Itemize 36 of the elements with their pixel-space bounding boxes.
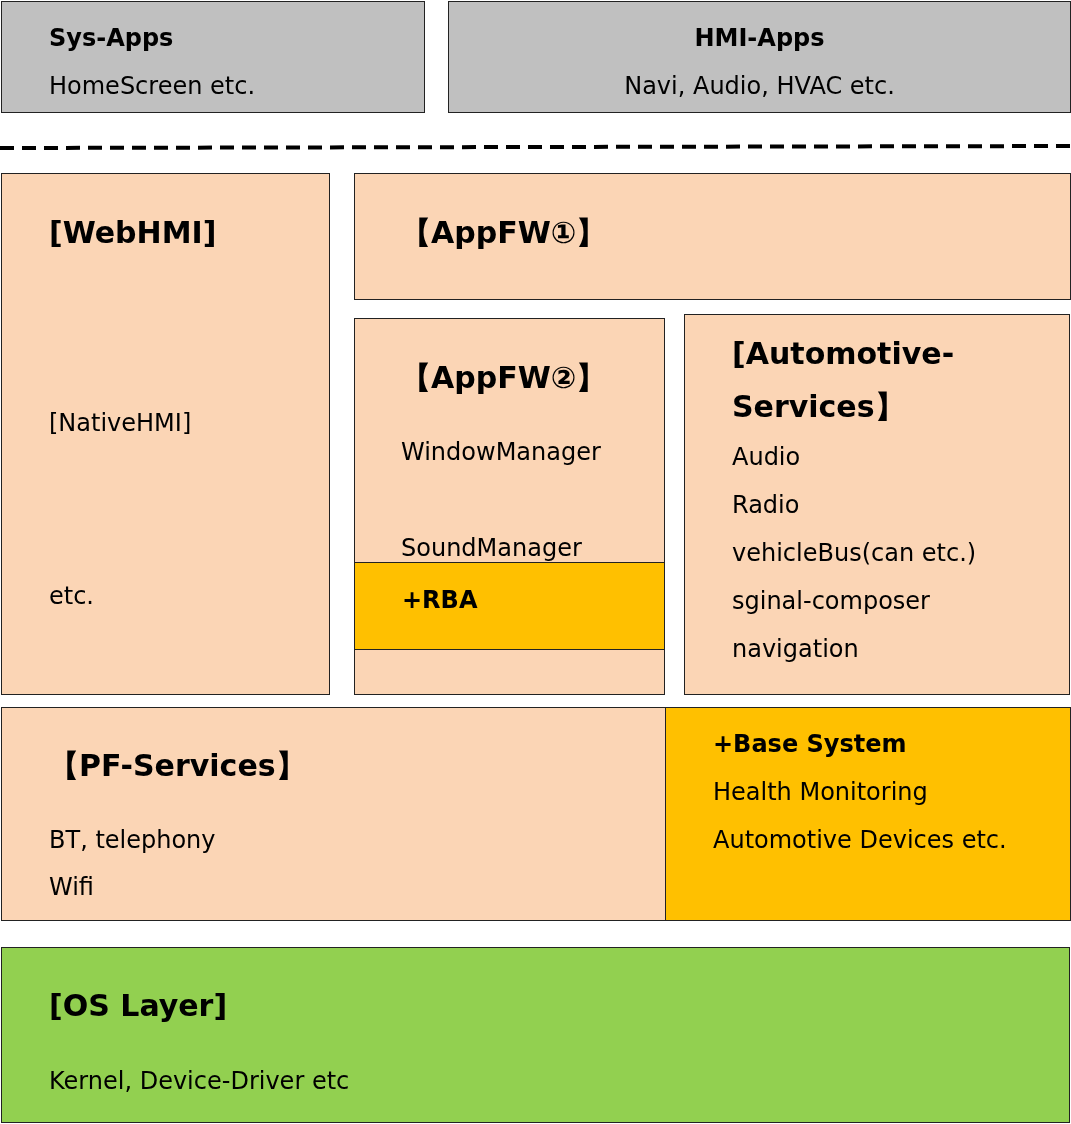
layer-box: [354, 318, 665, 695]
layer-item: Automotive Devices etc.: [713, 825, 1007, 856]
layer-item: [NativeHMI]: [49, 408, 192, 439]
layer-item: sginal-composer: [732, 586, 930, 617]
layer-heading: HMI-Apps: [693, 23, 826, 54]
layer-heading: +RBA: [402, 585, 478, 616]
layer-heading: [OS Layer]: [49, 987, 228, 1025]
layer-item: vehicleBus(can etc.): [732, 538, 977, 569]
layer-box: [448, 1, 1071, 113]
layer-box: [354, 173, 1071, 300]
layer-item: Kernel, Device-Driver etc: [49, 1066, 350, 1097]
layer-box: [1, 707, 666, 921]
layer-heading: +Base System: [713, 729, 907, 760]
layer-heading: Sys-Apps: [49, 23, 174, 54]
layer-heading: 【AppFW①】: [401, 214, 607, 252]
layer-heading: [WebHMI]: [49, 214, 217, 252]
layer-box: [1, 947, 1070, 1123]
layer-item: Radio: [732, 490, 800, 521]
layer-item: WindowManager: [401, 437, 601, 468]
layer-heading: 【AppFW②】: [401, 359, 607, 397]
layer-item: navigation: [732, 634, 859, 665]
layer-item: etc.: [49, 581, 94, 612]
layer-item: Wifi: [49, 872, 94, 903]
layer-heading: [Automotive- Services】: [732, 335, 956, 426]
layer-item: Navi, Audio, HVAC etc.: [623, 71, 896, 102]
layer-item: HomeScreen etc.: [49, 71, 255, 102]
layer-item: BT, telephony: [49, 825, 216, 856]
layer-item: SoundManager: [401, 533, 582, 564]
layer-box: [1, 173, 330, 695]
layer-box: [684, 314, 1070, 695]
layer-box: [354, 562, 665, 650]
layer-box: [1, 1, 425, 113]
layer-item: Health Monitoring: [713, 777, 928, 808]
layer-item: Audio: [732, 442, 801, 473]
layer-heading: 【PF-Services】: [49, 747, 306, 785]
layer-box: [665, 707, 1071, 921]
